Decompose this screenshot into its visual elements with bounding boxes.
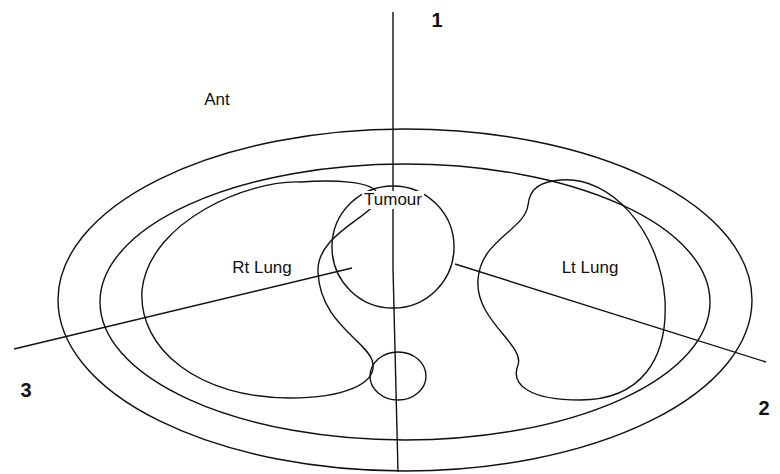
beam-line <box>14 268 352 349</box>
lung-outline <box>472 174 670 404</box>
body-outline <box>58 129 752 471</box>
beam-line <box>393 268 398 472</box>
spinal-cord <box>370 352 426 400</box>
node-label: Tumour <box>362 191 424 210</box>
chest-wall-outline <box>100 164 710 440</box>
direction-label: Ant <box>202 91 232 110</box>
beam-line <box>392 12 393 268</box>
node-label: Rt Lung <box>230 259 294 278</box>
node-label: Lt Lung <box>560 259 621 278</box>
lung-outline: Rt Lung <box>136 176 384 404</box>
beam-line <box>455 264 766 362</box>
beam-number: 2 <box>756 397 771 419</box>
lung-outline <box>136 176 384 404</box>
tumour-circle: Tumour <box>331 185 455 309</box>
lung-outline <box>478 180 665 400</box>
beam-number: 1 <box>429 9 444 31</box>
tumour-circle <box>332 186 454 308</box>
beam-number: 3 <box>18 379 33 401</box>
lung-outline: Lt Lung <box>472 174 670 404</box>
